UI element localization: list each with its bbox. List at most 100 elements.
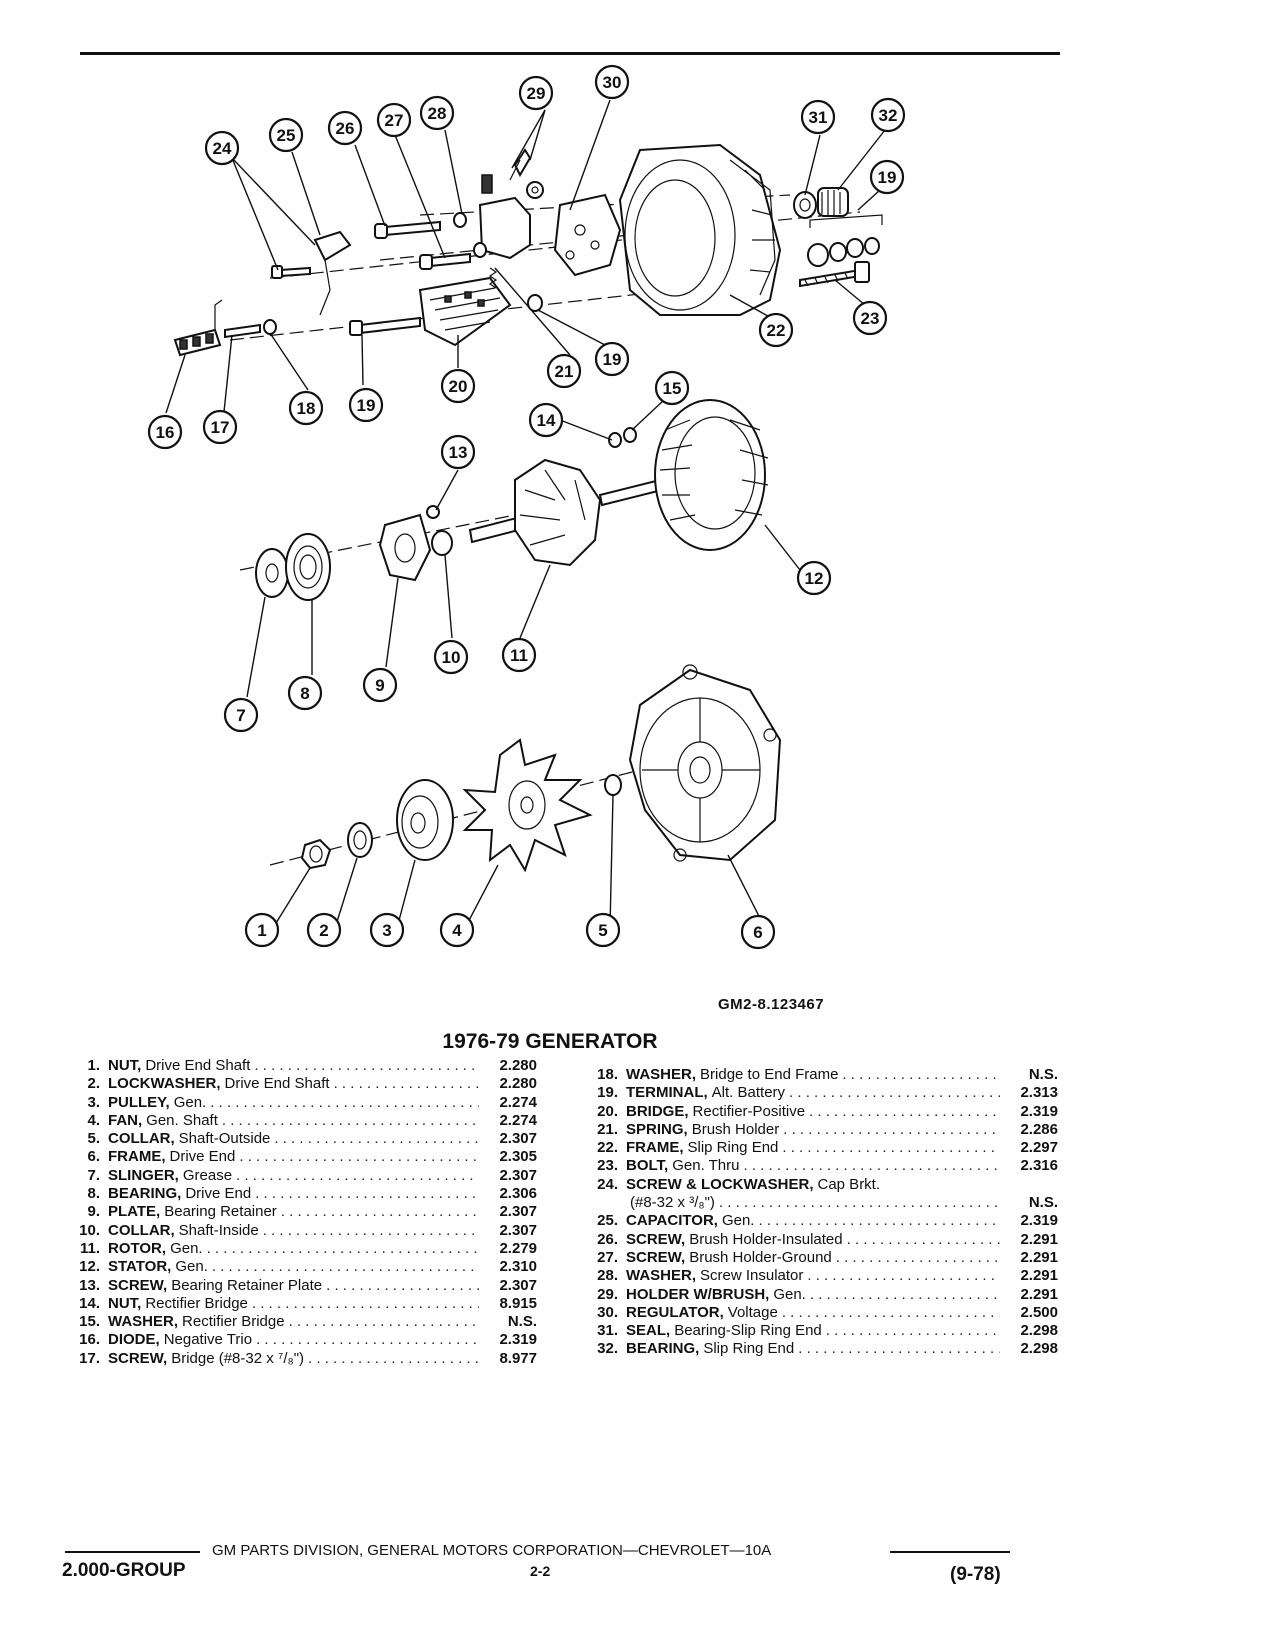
leader-dots (822, 1322, 1000, 1340)
thru-bolt (799, 261, 870, 288)
leader-dots (803, 1267, 1000, 1285)
part-description: Cap Brkt. (817, 1175, 881, 1193)
svg-text:19: 19 (603, 350, 622, 369)
part-group-code: 2.306 (499, 1185, 537, 1203)
svg-text:1: 1 (257, 921, 266, 940)
svg-text:5: 5 (598, 921, 607, 940)
pulley (396, 779, 454, 861)
part-number: 29. (597, 1285, 618, 1303)
footer-publisher: GM PARTS DIVISION, GENERAL MOTORS CORPOR… (212, 1542, 772, 1559)
callout-30: 30 (594, 64, 630, 100)
part-group-code: 2.279 (499, 1239, 537, 1257)
part-number: 5. (87, 1130, 100, 1148)
part-number: 18. (597, 1066, 618, 1083)
part-description: Gen. Thru (672, 1157, 740, 1175)
part-name: FRAME, (626, 1139, 684, 1157)
svg-text:16: 16 (156, 423, 175, 442)
svg-text:24: 24 (213, 139, 232, 158)
drive-end-assembly (269, 664, 782, 873)
part-group-code: 2.286 (1020, 1120, 1058, 1138)
capacitor (271, 230, 352, 316)
part-row: 21.SPRING,Brush Holder2.286 (580, 1121, 1058, 1139)
leader-dots (277, 1203, 479, 1221)
leader-dots (235, 1148, 479, 1166)
svg-text:6: 6 (753, 923, 762, 942)
part-group-code: N.S. (1028, 1194, 1058, 1212)
callout-28: 28 (419, 95, 455, 131)
svg-text:2: 2 (319, 921, 328, 940)
part-number: 10. (79, 1221, 100, 1239)
callout-24: 24 (204, 130, 240, 166)
part-row: 16.DIODE,Negative Trio2.319 (62, 1331, 537, 1349)
callout-2: 2 (306, 912, 342, 948)
part-row: 32.BEARING,Slip Ring End2.298 (580, 1340, 1058, 1358)
part-number: 22. (597, 1139, 618, 1157)
part-name: NUT, (108, 1057, 142, 1074)
part-name: SPRING, (626, 1120, 688, 1138)
svg-text:7: 7 (236, 706, 245, 725)
part-group-code: 2.307 (499, 1276, 537, 1294)
callout-27: 27 (376, 102, 412, 138)
part-name: CAPACITOR, (626, 1212, 718, 1230)
part-description: Brush Holder-Insulated (689, 1230, 843, 1248)
svg-text:27: 27 (385, 111, 404, 130)
part-name: SEAL, (626, 1322, 671, 1340)
footer-page-number: 2-2 (530, 1563, 551, 1579)
callout-1: 1 (244, 912, 280, 948)
svg-text:13: 13 (449, 443, 468, 462)
page-title: 1976-79 GENERATOR (442, 1030, 658, 1053)
part-description: Bearing-Slip Ring End (674, 1322, 822, 1340)
callout-13: 13 (440, 434, 476, 470)
part-name: DIODE, (108, 1331, 160, 1349)
svg-text:23: 23 (861, 309, 880, 328)
part-row: 3.PULLEY,Gen.2.274 (62, 1094, 537, 1112)
svg-text:21: 21 (555, 362, 574, 381)
part-row: 23.BOLT,Gen. Thru2.316 (580, 1157, 1058, 1175)
svg-text:10: 10 (442, 648, 461, 667)
callout-22: 22 (758, 312, 794, 348)
part-row: 14.NUT,Rectifier Bridge8.915 (62, 1295, 537, 1313)
callout-32: 32 (870, 97, 906, 133)
diode-trio (173, 299, 223, 357)
footer-rule-right (890, 1551, 1010, 1553)
part-description: Gen. (721, 1212, 755, 1230)
part-name: SLINGER, (108, 1166, 179, 1184)
leader-dots (778, 1304, 1000, 1322)
leader-dots (794, 1340, 1000, 1358)
part-group-code: 2.298 (1020, 1322, 1058, 1340)
callout-31: 31 (800, 99, 836, 135)
part-row: 24.SCREW & LOCKWASHER,Cap Brkt. (580, 1176, 1058, 1194)
leader-dots (806, 1286, 1000, 1304)
part-description: Rectifier Bridge (182, 1313, 285, 1331)
part-name: WASHER, (626, 1267, 697, 1285)
callout-9: 9 (362, 667, 398, 703)
slip-ring-end-assembly (173, 143, 883, 357)
part-number: 13. (79, 1276, 100, 1294)
svg-text:32: 32 (879, 106, 898, 125)
leader-dots (206, 1094, 479, 1112)
part-description: Screw Insulator (700, 1267, 804, 1285)
part-name: COLLAR, (108, 1130, 175, 1148)
part-number: 16. (79, 1331, 100, 1349)
leader-dots (754, 1212, 1000, 1230)
part-group-code: 2.291 (1020, 1248, 1058, 1266)
svg-text:22: 22 (767, 321, 786, 340)
callout-20: 20 (440, 368, 476, 404)
washer-19 (527, 294, 543, 312)
leader-lines (165, 99, 886, 929)
part-description: Gen. (175, 1258, 208, 1276)
part-group-code: 8.977 (499, 1349, 537, 1367)
part-row: 9.PLATE,Bearing Retainer2.307 (62, 1203, 537, 1221)
leader-dots (715, 1194, 1000, 1212)
top-rule (80, 52, 1060, 55)
callout-25: 25 (268, 117, 304, 153)
svg-text:20: 20 (449, 377, 468, 396)
washer-18 (263, 319, 277, 335)
part-number: 28. (597, 1267, 618, 1285)
part-row: 4.FAN,Gen. Shaft2.274 (62, 1112, 537, 1130)
rectifier-bridge (418, 276, 512, 347)
leader-dots (203, 1240, 479, 1258)
part-description: Gen. Shaft (146, 1111, 218, 1129)
leader-dots (739, 1157, 1000, 1175)
callout-29: 29 (518, 75, 554, 111)
